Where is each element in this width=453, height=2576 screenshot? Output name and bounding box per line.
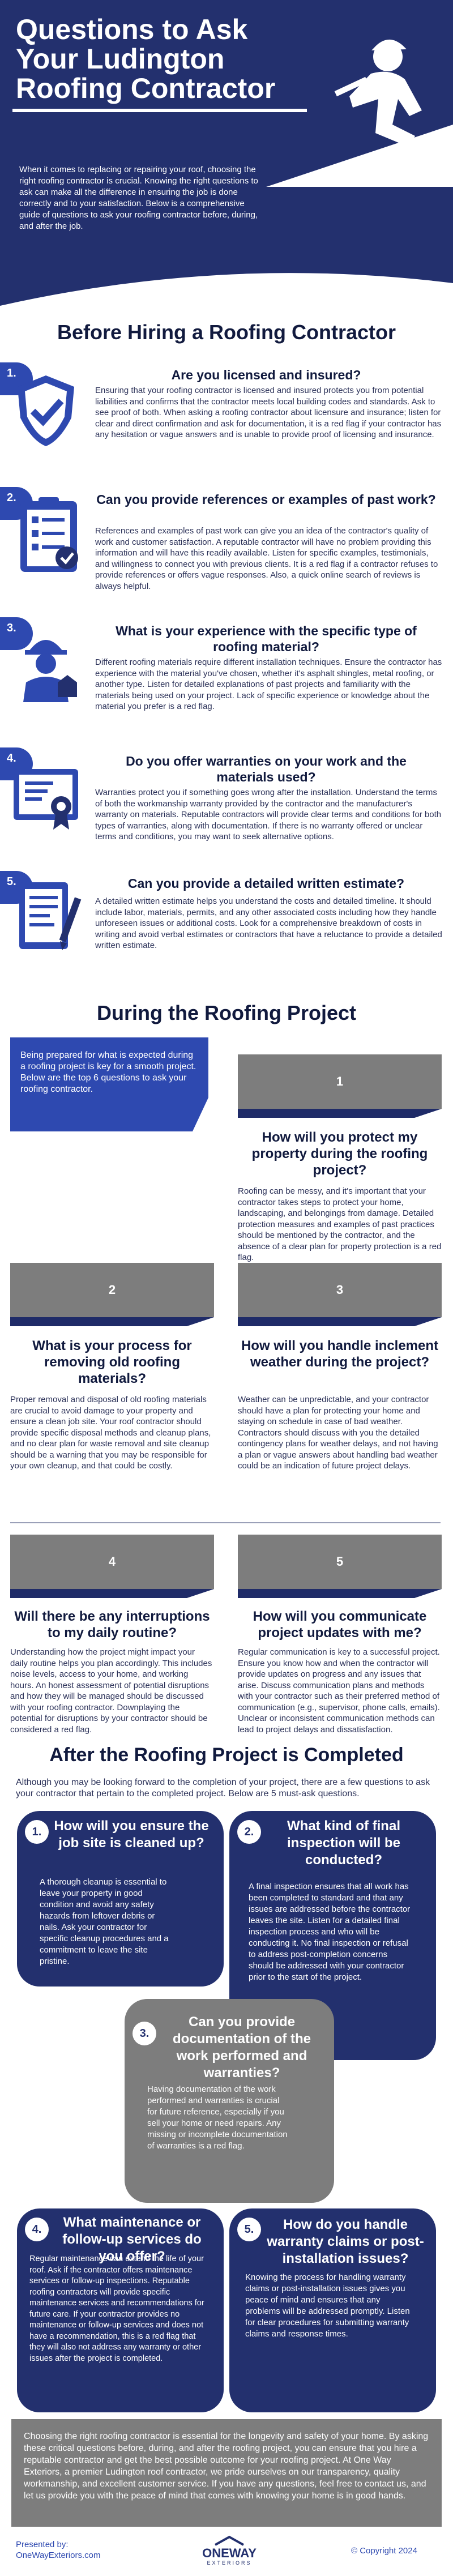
after-card-4: 4. What maintenance or follow-up service… [17,2208,224,2412]
after-answer: Regular maintenance can extend the life … [29,2254,204,2363]
before-answer: Different roofing materials require diff… [95,657,442,711]
copyright: © Copyright 2024 [351,2546,417,2556]
conclusion-box: Choosing the right roofing contractor is… [11,2419,442,2527]
before-answer: A detailed written estimate helps you un… [95,896,442,950]
after-card-number: 1. [25,1820,49,1844]
before-answer: References and examples of past work can… [95,526,438,591]
during-question: How will you protect my property during … [251,1130,428,1178]
during-tab-5: 5 [238,1535,442,1600]
tab-shadow [238,1589,442,1598]
logo-roof-icon: ONEWAY EXTERIORS [202,2535,257,2566]
during-answer: Proper removal and disposal of old roofi… [10,1395,211,1471]
after-question: How will you ensure the job site is clea… [54,1818,209,1851]
during-tab-3: 3 [238,1263,442,1328]
during-question: How will you communicate project updates… [253,1609,427,1641]
during-divider [10,1522,441,1523]
after-answer: Knowing the process for handling warrant… [245,2272,410,2339]
checklist-icon [20,497,78,572]
after-question: What kind of final inspection will be co… [287,1818,401,1868]
header-intro: When it comes to replacing or repairing … [19,165,258,231]
after-heading: After the Roofing Project is Completed [49,1744,404,1766]
during-tab-1: 1 [238,1054,442,1120]
tab-shadow [238,1317,442,1326]
tab-shadow [10,1317,214,1326]
site-link[interactable]: OneWayExteriors.com [16,2551,101,2560]
after-card-5: 5. How do you handle warranty claims or … [229,2208,436,2412]
shield-check-icon [18,375,74,446]
during-answer: Regular communication is key to a succes… [238,1647,440,1735]
roofer-silhouette-icon [266,39,453,187]
tab-shadow [10,1589,214,1598]
logo-main-text: ONEWAY [202,2546,257,2560]
after-answer: Having documentation of the work perform… [147,2084,288,2151]
footer-presented-by: Presented by: OneWayExteriors.com [16,2539,100,2561]
estimate-icon [19,882,82,950]
during-heading: During the Roofing Project [97,1001,356,1024]
after-card-number: 5. [237,2218,261,2241]
after-card-3: 3. Can you provide documentation of the … [125,1999,334,2203]
during-question: How will you handle inclement weather du… [241,1338,439,1370]
after-card-1: 1. How will you ensure the job site is c… [17,1811,224,1987]
tab-shadow [238,1109,442,1118]
during-tab-number: 4 [108,1554,116,1569]
before-answer: Warranties protect you if something goes… [95,788,442,841]
before-answer: Ensuring that your roofing contractor is… [95,386,442,439]
during-tab-2: 2 [10,1263,214,1328]
during-question: Will there be any interruptions to my da… [14,1609,210,1641]
before-question: Can you provide references or examples o… [96,492,436,507]
after-card-number: 4. [25,2218,49,2241]
oneway-logo: ONEWAY EXTERIORS [193,2535,266,2566]
presented-by-label: Presented by: [16,2540,69,2549]
after-question: What maintenance or follow-up services d… [62,2215,202,2264]
during-answer: Roofing can be messy, and it's important… [238,1186,442,1262]
page-title: Questions to Ask Your Ludington Roofing … [12,14,307,112]
before-heading: Before Hiring a Roofing Contractor [57,321,396,344]
during-question: What is your process for removing old ro… [32,1338,192,1386]
header-banner: Questions to Ask Your Ludington Roofing … [0,0,453,340]
before-item-number: 1. [0,362,33,395]
worker-icon [23,640,77,702]
during-intro: Being prepared for what is expected duri… [10,1037,208,1131]
during-answer: Weather can be unpredictable, and your c… [238,1395,438,1471]
during-tab-number: 5 [336,1554,344,1569]
after-card-number: 2. [237,1820,261,1844]
title-underline [12,109,307,112]
header-wave [0,273,453,340]
during-tab-number: 2 [108,1283,116,1297]
before-question: Do you offer warranties on your work and… [126,754,407,784]
after-answer: A final inspection ensures that all work… [249,1882,411,1982]
after-card-number: 3. [133,2022,156,2045]
after-answer: A thorough cleanup is essential to leave… [40,1877,169,1966]
page-title-text: Questions to Ask Your Ludington Roofing … [16,14,276,104]
during-tab-4: 4 [10,1535,214,1600]
during-tab-number: 1 [336,1074,344,1088]
before-question: Can you provide a detailed written estim… [127,876,405,891]
before-question: What is your experience with the specifi… [116,623,417,654]
certificate-icon [14,769,78,830]
during-answer: Understanding how the project might impa… [10,1647,212,1735]
after-question: How do you handle warranty claims or pos… [267,2217,424,2266]
during-tab-number: 3 [336,1283,344,1297]
logo-sub-text: EXTERIORS [207,2560,251,2566]
after-intro: Although you may be looking forward to t… [16,1778,430,1798]
before-question: Are you licensed and insured? [171,368,361,382]
after-question: Can you provide documentation of the wor… [173,2014,311,2081]
before-item-number: 3. [0,617,33,650]
